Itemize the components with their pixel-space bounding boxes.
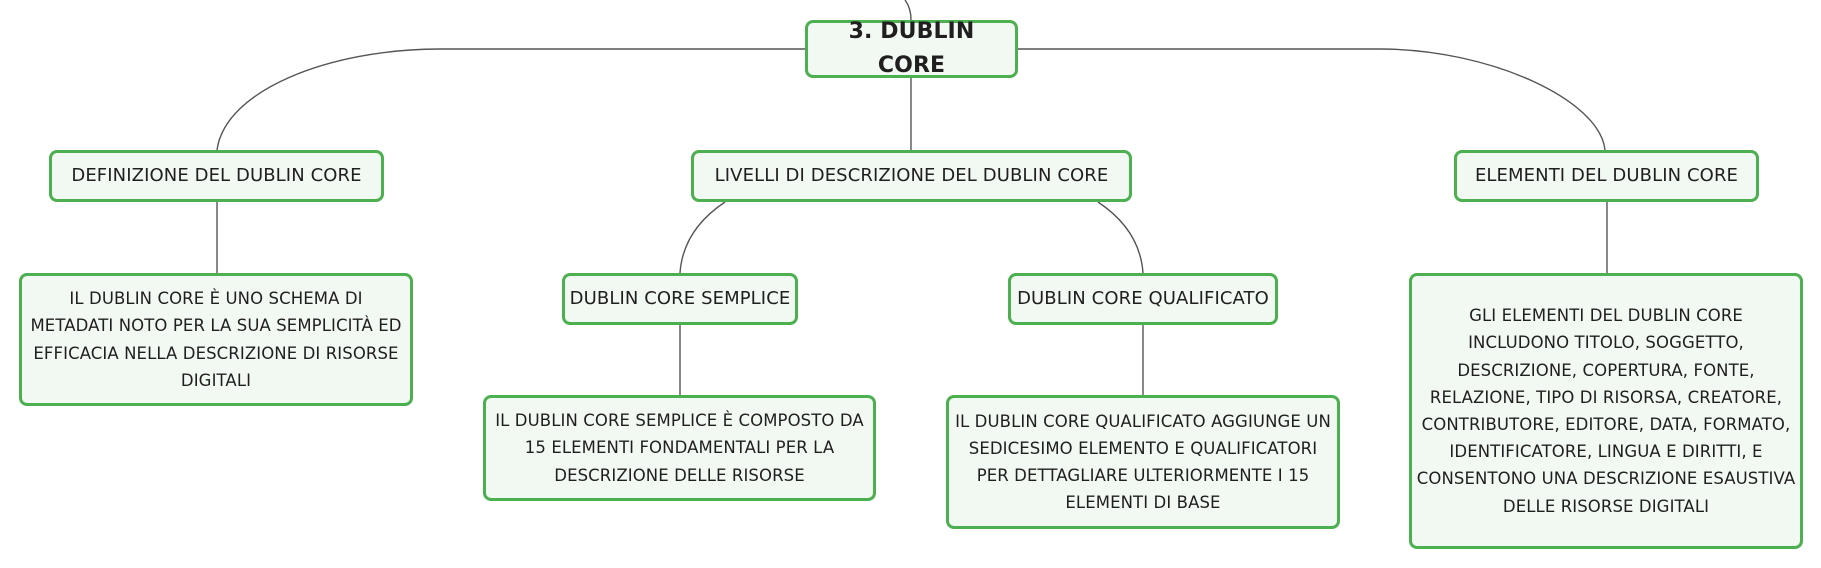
qualificato-label: DUBLIN CORE QUALIFICATO xyxy=(1017,288,1269,310)
branch-elementi-node[interactable]: ELEMENTI DEL DUBLIN CORE xyxy=(1454,150,1759,202)
semplice-description-node[interactable]: IL DUBLIN CORE SEMPLICE È COMPOSTO DA 15… xyxy=(483,395,876,501)
qualificato-description-node[interactable]: IL DUBLIN CORE QUALIFICATO AGGIUNGE UN S… xyxy=(946,395,1340,529)
connector-root-elementi xyxy=(1017,48,1606,151)
branch-definizione-node[interactable]: DEFINIZIONE DEL DUBLIN CORE xyxy=(49,150,384,202)
definizione-description-text: IL DUBLIN CORE È UNO SCHEMA DI METADATI … xyxy=(30,289,402,390)
root-node-label: 3. DUBLIN CORE xyxy=(848,18,975,78)
semplice-node[interactable]: DUBLIN CORE SEMPLICE xyxy=(562,273,798,325)
branch-definizione-label: DEFINIZIONE DEL DUBLIN CORE xyxy=(71,165,362,187)
connector-root-definizione xyxy=(216,48,805,151)
branch-livelli-node[interactable]: LIVELLI DI DESCRIZIONE DEL DUBLIN CORE xyxy=(691,150,1132,202)
connector-livelli-semplice xyxy=(679,201,726,274)
elementi-description-text: GLI ELEMENTI DEL DUBLIN CORE INCLUDONO T… xyxy=(1416,306,1796,516)
elementi-description-node[interactable]: GLI ELEMENTI DEL DUBLIN CORE INCLUDONO T… xyxy=(1409,273,1803,549)
connector-livelli-qualificato xyxy=(1097,201,1144,274)
semplice-description-text: IL DUBLIN CORE SEMPLICE È COMPOSTO DA 15… xyxy=(495,411,864,485)
semplice-label: DUBLIN CORE SEMPLICE xyxy=(569,288,791,310)
branch-livelli-label: LIVELLI DI DESCRIZIONE DEL DUBLIN CORE xyxy=(714,165,1109,187)
definizione-description-node[interactable]: IL DUBLIN CORE È UNO SCHEMA DI METADATI … xyxy=(19,273,413,406)
branch-elementi-label: ELEMENTI DEL DUBLIN CORE xyxy=(1474,165,1739,187)
qualificato-description-text: IL DUBLIN CORE QUALIFICATO AGGIUNGE UN S… xyxy=(955,411,1331,513)
qualificato-node[interactable]: DUBLIN CORE QUALIFICATO xyxy=(1008,273,1278,325)
root-node[interactable]: 3. DUBLIN CORE xyxy=(805,19,1018,78)
